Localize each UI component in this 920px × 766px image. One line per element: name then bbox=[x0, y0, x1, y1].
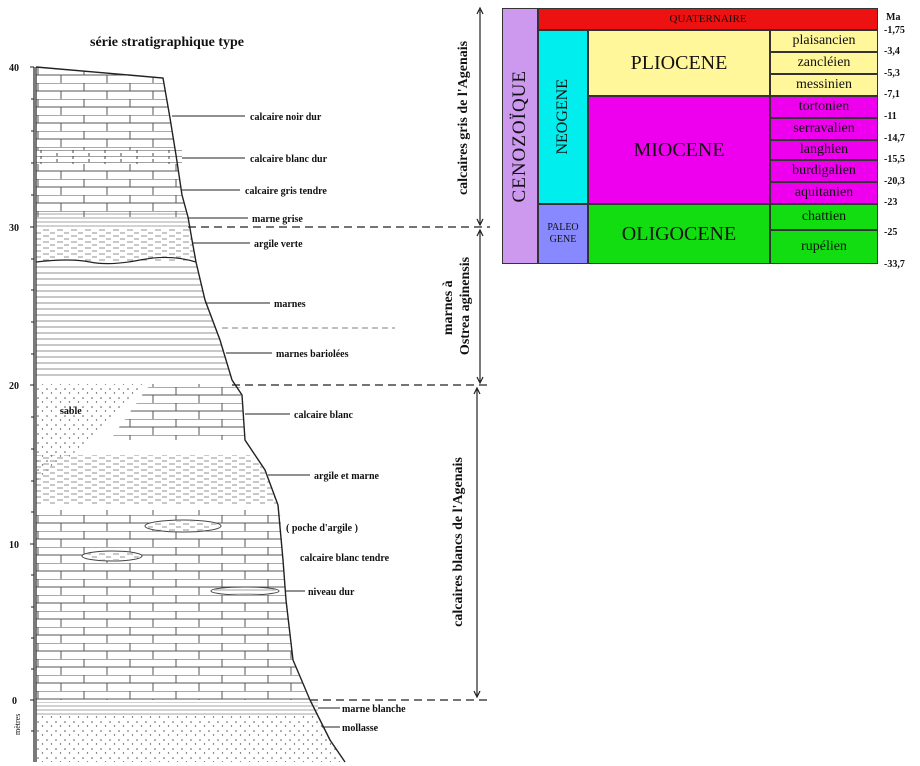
neogene-label: NEOGENE bbox=[554, 79, 571, 155]
layer-label: calcaire blanc tendre bbox=[300, 553, 390, 564]
age-label: -33,7 bbox=[884, 259, 905, 270]
y-tick-label: 30 bbox=[9, 223, 19, 234]
age-label: -20,3 bbox=[884, 176, 905, 187]
ma-header: Ma bbox=[886, 12, 901, 23]
miocene-cell: MIOCENE bbox=[588, 96, 770, 204]
stage-cell: burdigalien bbox=[770, 160, 878, 182]
quaternary-cell: QUATERNAIRE bbox=[538, 8, 878, 30]
formation-label-line: marnes à bbox=[441, 280, 456, 335]
stage-cell: tortonien bbox=[770, 96, 878, 118]
formation-label: calcaires gris de l'Agenais bbox=[456, 40, 471, 195]
age-label: -23 bbox=[884, 197, 898, 208]
age-label: -14,7 bbox=[884, 133, 905, 144]
y-tick-label: 0 bbox=[12, 696, 17, 707]
formation-label-line: Ostrea aginensis bbox=[458, 256, 473, 355]
rock-column bbox=[35, 66, 346, 763]
stage-cell: chattien bbox=[770, 204, 878, 230]
stage-cell: messinien bbox=[770, 74, 878, 96]
layer-label: marne grise bbox=[252, 214, 303, 225]
layer-label: marne blanche bbox=[342, 704, 406, 715]
geologic-timescale: QUATERNAIRE CENOZOÏQUE NEOGENE PALEO GEN… bbox=[502, 8, 920, 270]
stage-cell: rupélien bbox=[770, 230, 878, 264]
era-label: CENOZOÏQUE bbox=[509, 69, 530, 203]
layer-label: argile et marne bbox=[314, 471, 380, 482]
layer-label: mollasse bbox=[342, 723, 379, 734]
y-tick-label: 40 bbox=[9, 63, 19, 74]
oligocene-cell: OLIGOCENE bbox=[588, 204, 770, 264]
age-label: -3,4 bbox=[884, 46, 900, 57]
layer-label: argile verte bbox=[254, 239, 303, 250]
age-label: -15,5 bbox=[884, 154, 905, 165]
age-label: -7,1 bbox=[884, 89, 900, 100]
layer-label: calcaire blanc dur bbox=[250, 154, 328, 165]
diagram-title: série stratigraphique type bbox=[90, 35, 244, 50]
y-tick-label: 10 bbox=[9, 540, 19, 551]
age-label: -11 bbox=[884, 111, 897, 122]
layer-label: niveau dur bbox=[308, 587, 355, 598]
layer-label: marnes bariolées bbox=[276, 349, 349, 360]
stratigraphic-column-diagram: série stratigraphique type 40 30 20 10 0… bbox=[9, 6, 490, 763]
formation-boundaries bbox=[188, 226, 490, 701]
layer-label: calcaire gris tendre bbox=[245, 186, 327, 197]
y-tick-label: 20 bbox=[9, 381, 19, 392]
stage-cell: serravalien bbox=[770, 118, 878, 140]
pliocene-cell: PLIOCENE bbox=[588, 30, 770, 96]
stage-cell: aquitanien bbox=[770, 182, 878, 204]
stage-cell: langhien bbox=[770, 140, 878, 160]
layer-label: marnes bbox=[274, 299, 306, 310]
stage-cell: zancléien bbox=[770, 52, 878, 74]
y-axis-ticks bbox=[30, 66, 34, 732]
y-axis-unit: mètres bbox=[13, 714, 22, 735]
age-label: -5,3 bbox=[884, 68, 900, 79]
age-label: -25 bbox=[884, 227, 898, 238]
layer-label: ( poche d'argile ) bbox=[286, 523, 358, 534]
paleogene-label: PALEO GENE bbox=[547, 222, 579, 245]
age-label: -1,75 bbox=[884, 25, 905, 36]
era-cell: CENOZOÏQUE bbox=[502, 8, 538, 264]
formation-label: marnes à Ostrea aginensis bbox=[441, 256, 473, 355]
formation-brackets bbox=[473, 6, 484, 699]
paleogene-cell: PALEO GENE bbox=[538, 204, 588, 264]
sable-label: sable bbox=[60, 406, 82, 417]
layer-label: calcaire blanc bbox=[294, 410, 354, 421]
stage-cell: plaisancien bbox=[770, 30, 878, 52]
layer-label: calcaire noir dur bbox=[250, 112, 322, 123]
neogene-cell: NEOGENE bbox=[538, 30, 588, 204]
formation-label: calcaires blancs de l'Agenais bbox=[451, 457, 466, 627]
